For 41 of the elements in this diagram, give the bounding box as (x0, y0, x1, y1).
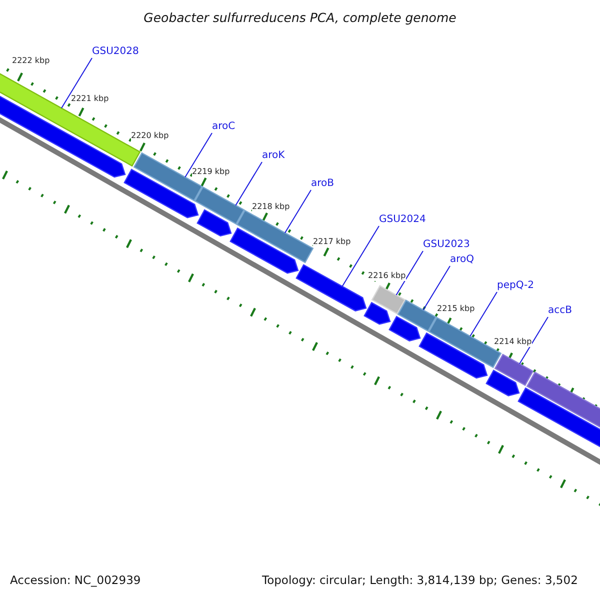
gene-name: aroK (262, 150, 285, 162)
gene-name: GSU2023 (423, 239, 470, 251)
leader-line (184, 132, 212, 178)
leader-line (342, 226, 380, 287)
gene-block (388, 316, 421, 342)
footer-text: Accession: NC_002939 (10, 574, 141, 588)
leader-line (396, 250, 424, 296)
scale-label: 2216 kbp (368, 271, 406, 281)
leader-line (235, 162, 262, 206)
footer-text: Topology: circular; Length: 3,814,139 bp; Genes: 3,502 (262, 574, 578, 588)
leader-line (422, 266, 450, 310)
gene-block (486, 370, 520, 396)
gene-name: GSU2024 (379, 214, 426, 226)
leader-line (61, 58, 92, 109)
gene-name: aroC (212, 121, 236, 133)
gene-block (364, 302, 391, 325)
gene-name: GSU2028 (92, 46, 139, 58)
gene-bar (194, 186, 245, 225)
gene-bar (371, 284, 406, 315)
leader-line (284, 190, 312, 234)
scale-label: 2221 kbp (71, 94, 109, 104)
scale-label: 2219 kbp (192, 167, 230, 177)
gene-block (296, 264, 367, 312)
scale-label: 2214 kbp (494, 337, 532, 347)
diagram-title: Geobacter sulfurreducens PCA, complete genome (142, 10, 458, 25)
gene-name: accB (548, 305, 572, 317)
leader-line (519, 316, 548, 364)
gene-block (230, 227, 299, 274)
scale-label: 2215 kbp (437, 304, 475, 314)
gene-bar (236, 210, 314, 264)
gene-name: aroQ (450, 254, 474, 266)
gene-block (196, 209, 232, 237)
gene-name: pepQ-2 (497, 280, 534, 292)
leader-line (470, 292, 498, 337)
gene-bar (397, 299, 437, 332)
gene-bar (494, 354, 534, 386)
scale-label: 2220 kbp (131, 131, 169, 141)
gene-name: aroB (311, 178, 334, 190)
gene-block (418, 332, 488, 379)
scale-label: 2218 kbp (252, 202, 290, 212)
scale-label: 2217 kbp (313, 237, 351, 247)
